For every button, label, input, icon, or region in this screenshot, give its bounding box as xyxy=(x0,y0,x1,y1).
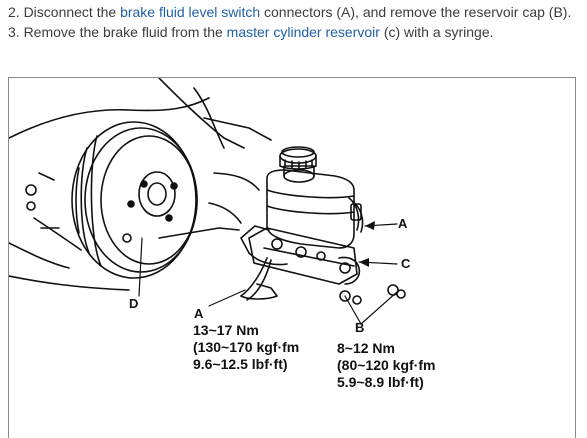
brake-fluid-level-switch-link[interactable]: brake fluid level switch xyxy=(120,4,261,20)
instruction-list: 2. Disconnect the brake fluid level swit… xyxy=(8,2,584,42)
engine-bay-linework xyxy=(9,78,272,291)
master-cylinder-reservoir-link[interactable]: master cylinder reservoir xyxy=(226,24,380,40)
torque-b-line-2: (80~120 kgf·fm xyxy=(337,357,436,373)
brake-booster xyxy=(71,121,240,279)
step-2-suffix: connectors (A), and remove the reservoir… xyxy=(260,4,572,20)
torque-a-line-1: 13~17 Nm xyxy=(193,322,259,338)
instruction-step-2: 2. Disconnect the brake fluid level swit… xyxy=(8,2,584,22)
instruction-step-3: 3. Remove the brake fluid from the maste… xyxy=(8,22,584,42)
master-cylinder-diagram: A C D A B 13~17 Nm (130~170 kgf·fm 9.6~1… xyxy=(8,77,576,438)
torque-spec-b: 8~12 Nm (80~120 kgf·fm 5.9~8.9 lbf·ft) xyxy=(337,340,435,391)
arrowheads xyxy=(359,221,375,267)
reservoir-cap xyxy=(279,146,317,170)
diagram-illustration xyxy=(9,78,406,325)
step-2-prefix: 2. Disconnect the xyxy=(8,4,121,20)
step-3-prefix: 3. Remove the brake fluid from the xyxy=(8,24,227,40)
fluid-level-switch-connector xyxy=(348,197,364,233)
callout-a-connector: A xyxy=(398,216,408,231)
torque-a-line-2: (130~170 kgf·fm xyxy=(193,339,300,355)
callout-d-booster: D xyxy=(129,296,139,311)
brake-lines xyxy=(240,257,406,305)
torque-b-line-1: 8~12 Nm xyxy=(337,340,395,356)
torque-b-line-3: 5.9~8.9 lbf·ft) xyxy=(337,374,424,390)
reservoir xyxy=(266,165,355,249)
torque-spec-a: 13~17 Nm (130~170 kgf·fm 9.6~12.5 lbf·ft… xyxy=(193,322,299,373)
master-cylinder-body xyxy=(240,225,361,285)
callout-a-nut: A xyxy=(194,306,204,321)
callout-c-reservoir: C xyxy=(401,256,411,271)
torque-a-line-3: 9.6~12.5 lbf·ft) xyxy=(193,356,288,372)
step-3-suffix: (c) with a syringe. xyxy=(379,24,494,40)
callout-b-cap: B xyxy=(355,320,365,335)
